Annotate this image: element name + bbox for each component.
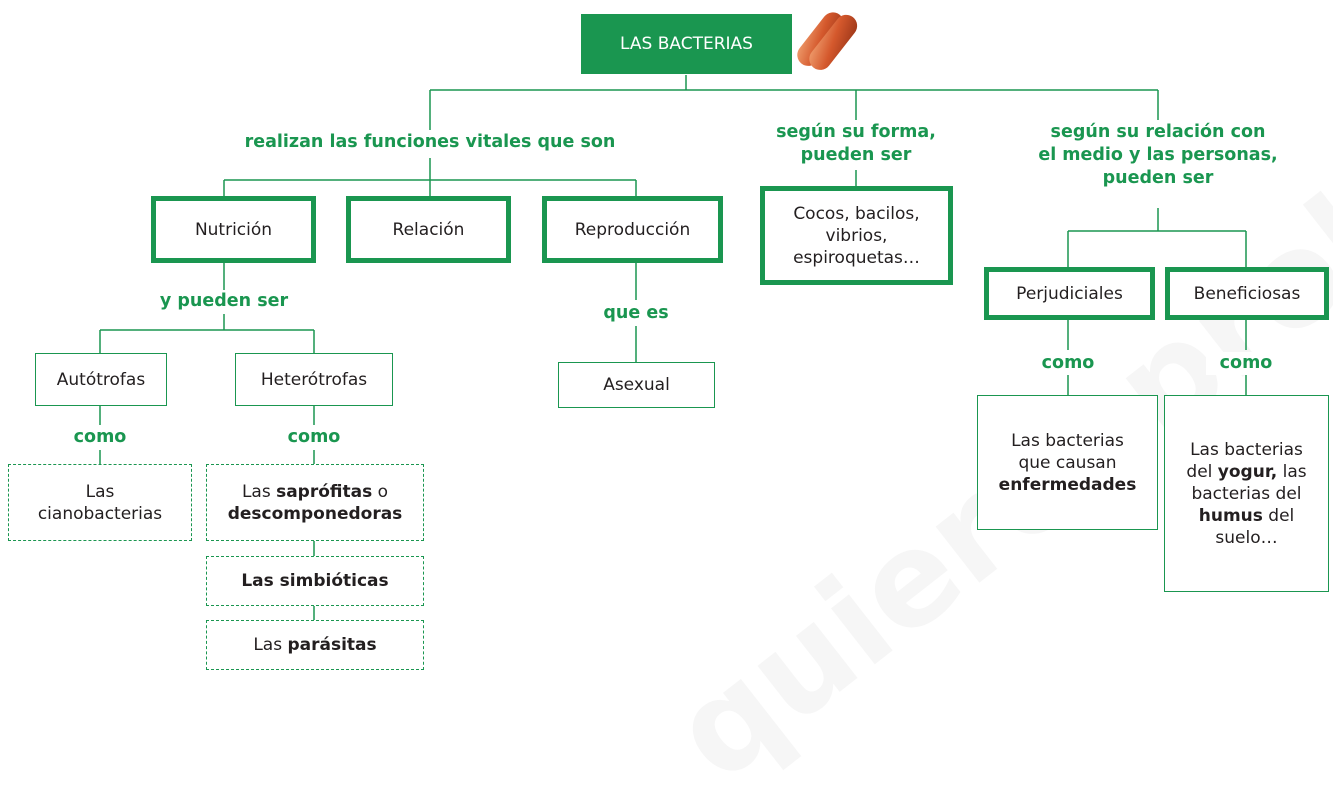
connector-relacion-line1: según su relación con [1050, 122, 1266, 142]
asexual-box: Asexual [558, 362, 715, 408]
beneficiosas-example-line5: suelo… [1215, 527, 1278, 548]
relacion-box: Relación [346, 196, 511, 263]
formas-line1: Cocos, bacilos, [793, 203, 920, 224]
perjudiciales-example-box: Las bacterias que causan enfermedades [977, 395, 1158, 530]
saprofitas-box: Las saprófitas o descomponedoras [206, 464, 424, 541]
autotrofas-box: Autótrofas [35, 353, 167, 406]
descomponedoras-term: descomponedoras [227, 503, 403, 524]
connector-beneficiosas: como [1206, 352, 1286, 375]
connector-autotrofas: como [60, 426, 140, 449]
reproduccion-label: Reproducción [574, 219, 691, 240]
perjudiciales-label: Perjudiciales [1016, 283, 1123, 304]
bacteria-illustration [797, 12, 858, 70]
nutricion-box: Nutrición [151, 196, 316, 263]
connector-forma-line2: pueden ser [800, 145, 912, 165]
parasitas-box: Las parásitas [206, 620, 424, 670]
connector-relacion-line3: pueden ser [1102, 168, 1214, 188]
beneficiosas-example-line1: Las bacterias [1190, 439, 1303, 460]
connector-lines [99, 75, 1247, 620]
beneficiosas-example-line3: bacterias del [1191, 483, 1302, 504]
reproduccion-box: Reproducción [542, 196, 723, 263]
parasitas-term: parásitas [287, 635, 377, 655]
beneficiosas-box: Beneficiosas [1165, 267, 1329, 320]
saprofitas-suffix: o [372, 481, 389, 502]
saprofitas-prefix: Las [241, 481, 277, 502]
relacion-label: Relación [392, 219, 465, 240]
perjudiciales-example-term: enfermedades [998, 474, 1137, 495]
connector-heterotrofas: como [274, 426, 354, 449]
connector-relacion: según su relación con el medio y las per… [1012, 121, 1304, 190]
perjudiciales-example-line2: que causan [1018, 452, 1117, 473]
connector-reproduccion: que es [586, 302, 686, 325]
heterotrofas-box: Heterótrofas [235, 353, 393, 406]
nutricion-label: Nutrición [194, 219, 273, 240]
perjudiciales-example-line1: Las bacterias [1011, 430, 1124, 451]
simbioticas-label: Las simbióticas [241, 571, 389, 591]
connector-forma-line1: según su forma, [776, 122, 936, 142]
root-node: LAS BACTERIAS [581, 14, 792, 74]
cianobacterias-box: Las cianobacterias [8, 464, 192, 541]
cianobacterias-line1: Las [85, 481, 115, 502]
simbioticas-box: Las simbióticas [206, 556, 424, 606]
beneficiosas-example-las: las [1277, 461, 1307, 482]
connector-funciones: realizan las funciones vitales que son [225, 131, 635, 154]
connector-relacion-line2: el medio y las personas, [1038, 145, 1278, 165]
beneficiosas-example-del: del [1186, 461, 1218, 482]
saprofitas-term: saprófitas [276, 481, 373, 502]
formas-line3: espiroquetas… [793, 247, 920, 268]
parasitas-prefix: Las [253, 635, 288, 655]
beneficiosas-example-humus: humus [1198, 505, 1263, 526]
connector-nutricion: y pueden ser [144, 290, 304, 313]
autotrofas-label: Autótrofas [56, 369, 146, 390]
cianobacterias-line2: cianobacterias [37, 503, 163, 524]
formas-box: Cocos, bacilos, vibrios, espiroquetas… [760, 186, 953, 285]
root-label: LAS BACTERIAS [620, 34, 753, 54]
asexual-label: Asexual [603, 375, 670, 395]
beneficiosas-example-del2: del [1262, 505, 1295, 526]
connector-forma: según su forma, pueden ser [770, 121, 942, 167]
heterotrofas-label: Heterótrofas [260, 369, 368, 390]
beneficiosas-label: Beneficiosas [1193, 283, 1301, 304]
beneficiosas-example-box: Las bacterias del yogur, las bacterias d… [1164, 395, 1329, 592]
perjudiciales-box: Perjudiciales [984, 267, 1155, 320]
beneficiosas-example-yogur: yogur, [1217, 461, 1278, 482]
formas-line2: vibrios, [825, 225, 888, 246]
connector-perjudiciales: como [1028, 352, 1108, 375]
